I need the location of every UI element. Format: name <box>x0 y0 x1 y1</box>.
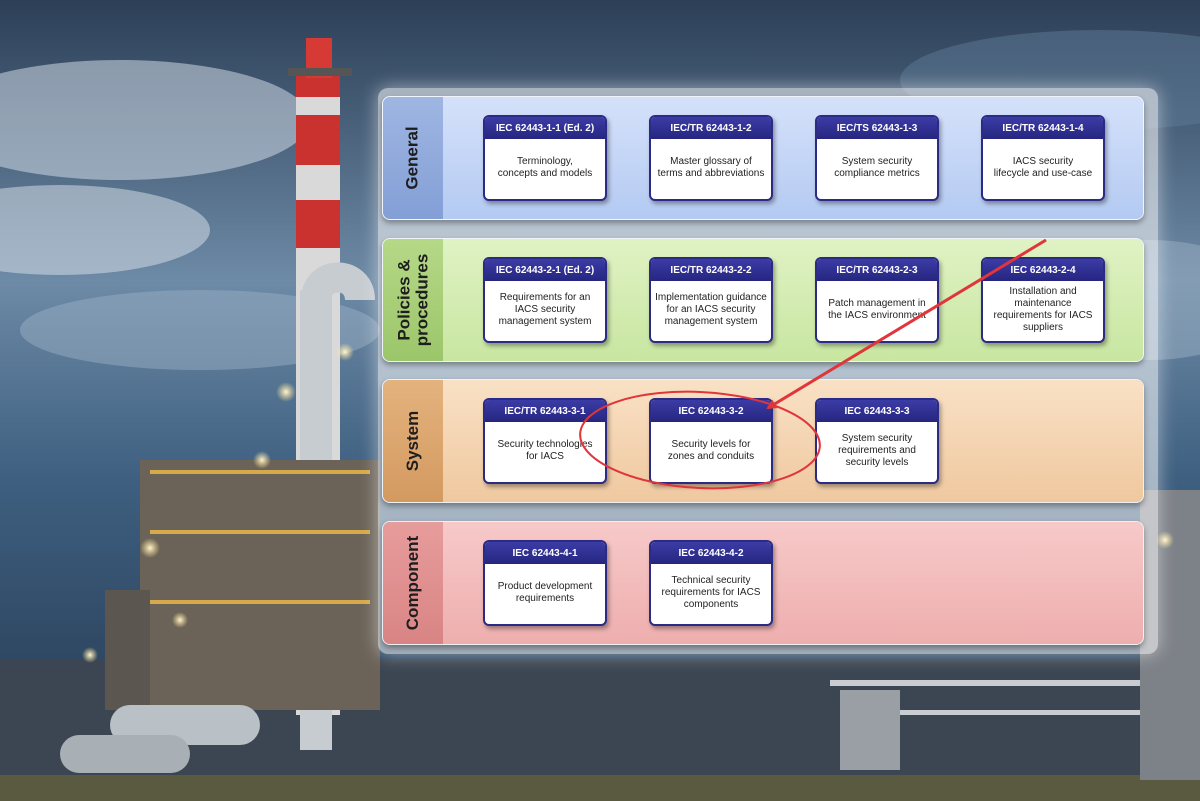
standard-card: IEC 62443-3-3 System security requiremen… <box>815 398 939 484</box>
standard-card: IEC 62443-4-2 Technical security require… <box>649 540 773 626</box>
standard-card: IEC 62443-4-1 Product development requir… <box>483 540 607 626</box>
band-system: System IEC/TR 62443-3-1 Security technol… <box>382 379 1144 503</box>
highlighted-standard-card: IEC 62443-3-2 Security levels for zones … <box>649 398 773 484</box>
band-label: Policies & procedures <box>383 239 443 361</box>
card-description: Product development requirements <box>497 581 593 604</box>
band-body: IEC 62443-4-1 Product development requir… <box>443 522 1143 644</box>
card-description: Terminology, concepts and models <box>497 156 593 179</box>
standard-card: IEC/TR 62443-1-4 IACS security lifecycle… <box>981 115 1105 201</box>
band-component: Component IEC 62443-4-1 Product developm… <box>382 521 1144 645</box>
band-policies-procedures: Policies & procedures IEC 62443-2-1 (Ed.… <box>382 238 1144 362</box>
card-description: IACS security lifecycle and use-case <box>993 156 1093 179</box>
standard-card: IEC 62443-1-1 (Ed. 2) Terminology, conce… <box>483 115 607 201</box>
standard-card: IEC/TR 62443-3-1 Security technologies f… <box>483 398 607 484</box>
card-description: Installation and maintenance requirement… <box>993 286 1093 333</box>
standard-card: IEC 62443-2-1 (Ed. 2) Requirements for a… <box>483 257 607 343</box>
card-id: IEC 62443-2-4 <box>983 259 1103 281</box>
standard-card: IEC/TR 62443-1-2 Master glossary of term… <box>649 115 773 201</box>
standard-card: IEC/TS 62443-1-3 System security complia… <box>815 115 939 201</box>
card-id: IEC/TR 62443-1-4 <box>983 117 1103 139</box>
standard-card: IEC/TR 62443-2-2 Implementation guidance… <box>649 257 773 343</box>
band-body: IEC 62443-2-1 (Ed. 2) Requirements for a… <box>443 239 1143 361</box>
band-label: System <box>383 380 443 502</box>
band-body: IEC 62443-1-1 (Ed. 2) Terminology, conce… <box>443 97 1143 219</box>
standard-card: IEC 62443-2-4 Installation and maintenan… <box>981 257 1105 343</box>
card-id: IEC 62443-1-1 (Ed. 2) <box>485 117 605 139</box>
card-description: Implementation guidance for an IACS secu… <box>655 292 767 327</box>
card-description: System security requirements and securit… <box>838 433 916 468</box>
card-id: IEC 62443-4-1 <box>485 542 605 564</box>
card-description: System security compliance metrics <box>834 156 920 179</box>
card-id: IEC/TR 62443-1-2 <box>651 117 771 139</box>
card-id: IEC/TS 62443-1-3 <box>817 117 937 139</box>
card-description: Security levels for zones and conduits <box>667 439 755 462</box>
band-label: General <box>383 97 443 219</box>
standard-card: IEC/TR 62443-2-3 Patch management in the… <box>815 257 939 343</box>
card-id: IEC 62443-3-3 <box>817 400 937 422</box>
card-description: Master glossary of terms and abbreviatio… <box>657 156 765 179</box>
card-id: IEC 62443-4-2 <box>651 542 771 564</box>
card-description: Technical security requirements for IACS… <box>661 575 761 610</box>
band-body: IEC/TR 62443-3-1 Security technologies f… <box>443 380 1143 502</box>
card-id: IEC 62443-3-2 <box>651 400 771 422</box>
card-id: IEC/TR 62443-2-2 <box>651 259 771 281</box>
card-id: IEC 62443-2-1 (Ed. 2) <box>485 259 605 281</box>
card-id: IEC/TR 62443-3-1 <box>485 400 605 422</box>
band-label: Component <box>383 522 443 644</box>
card-description: Requirements for an IACS security manage… <box>498 292 592 327</box>
card-description: Security technologies for IACS <box>497 439 593 462</box>
card-id: IEC/TR 62443-2-3 <box>817 259 937 281</box>
band-general: General IEC 62443-1-1 (Ed. 2) Terminolog… <box>382 96 1144 220</box>
card-description: Patch management in the IACS environment <box>828 298 926 321</box>
